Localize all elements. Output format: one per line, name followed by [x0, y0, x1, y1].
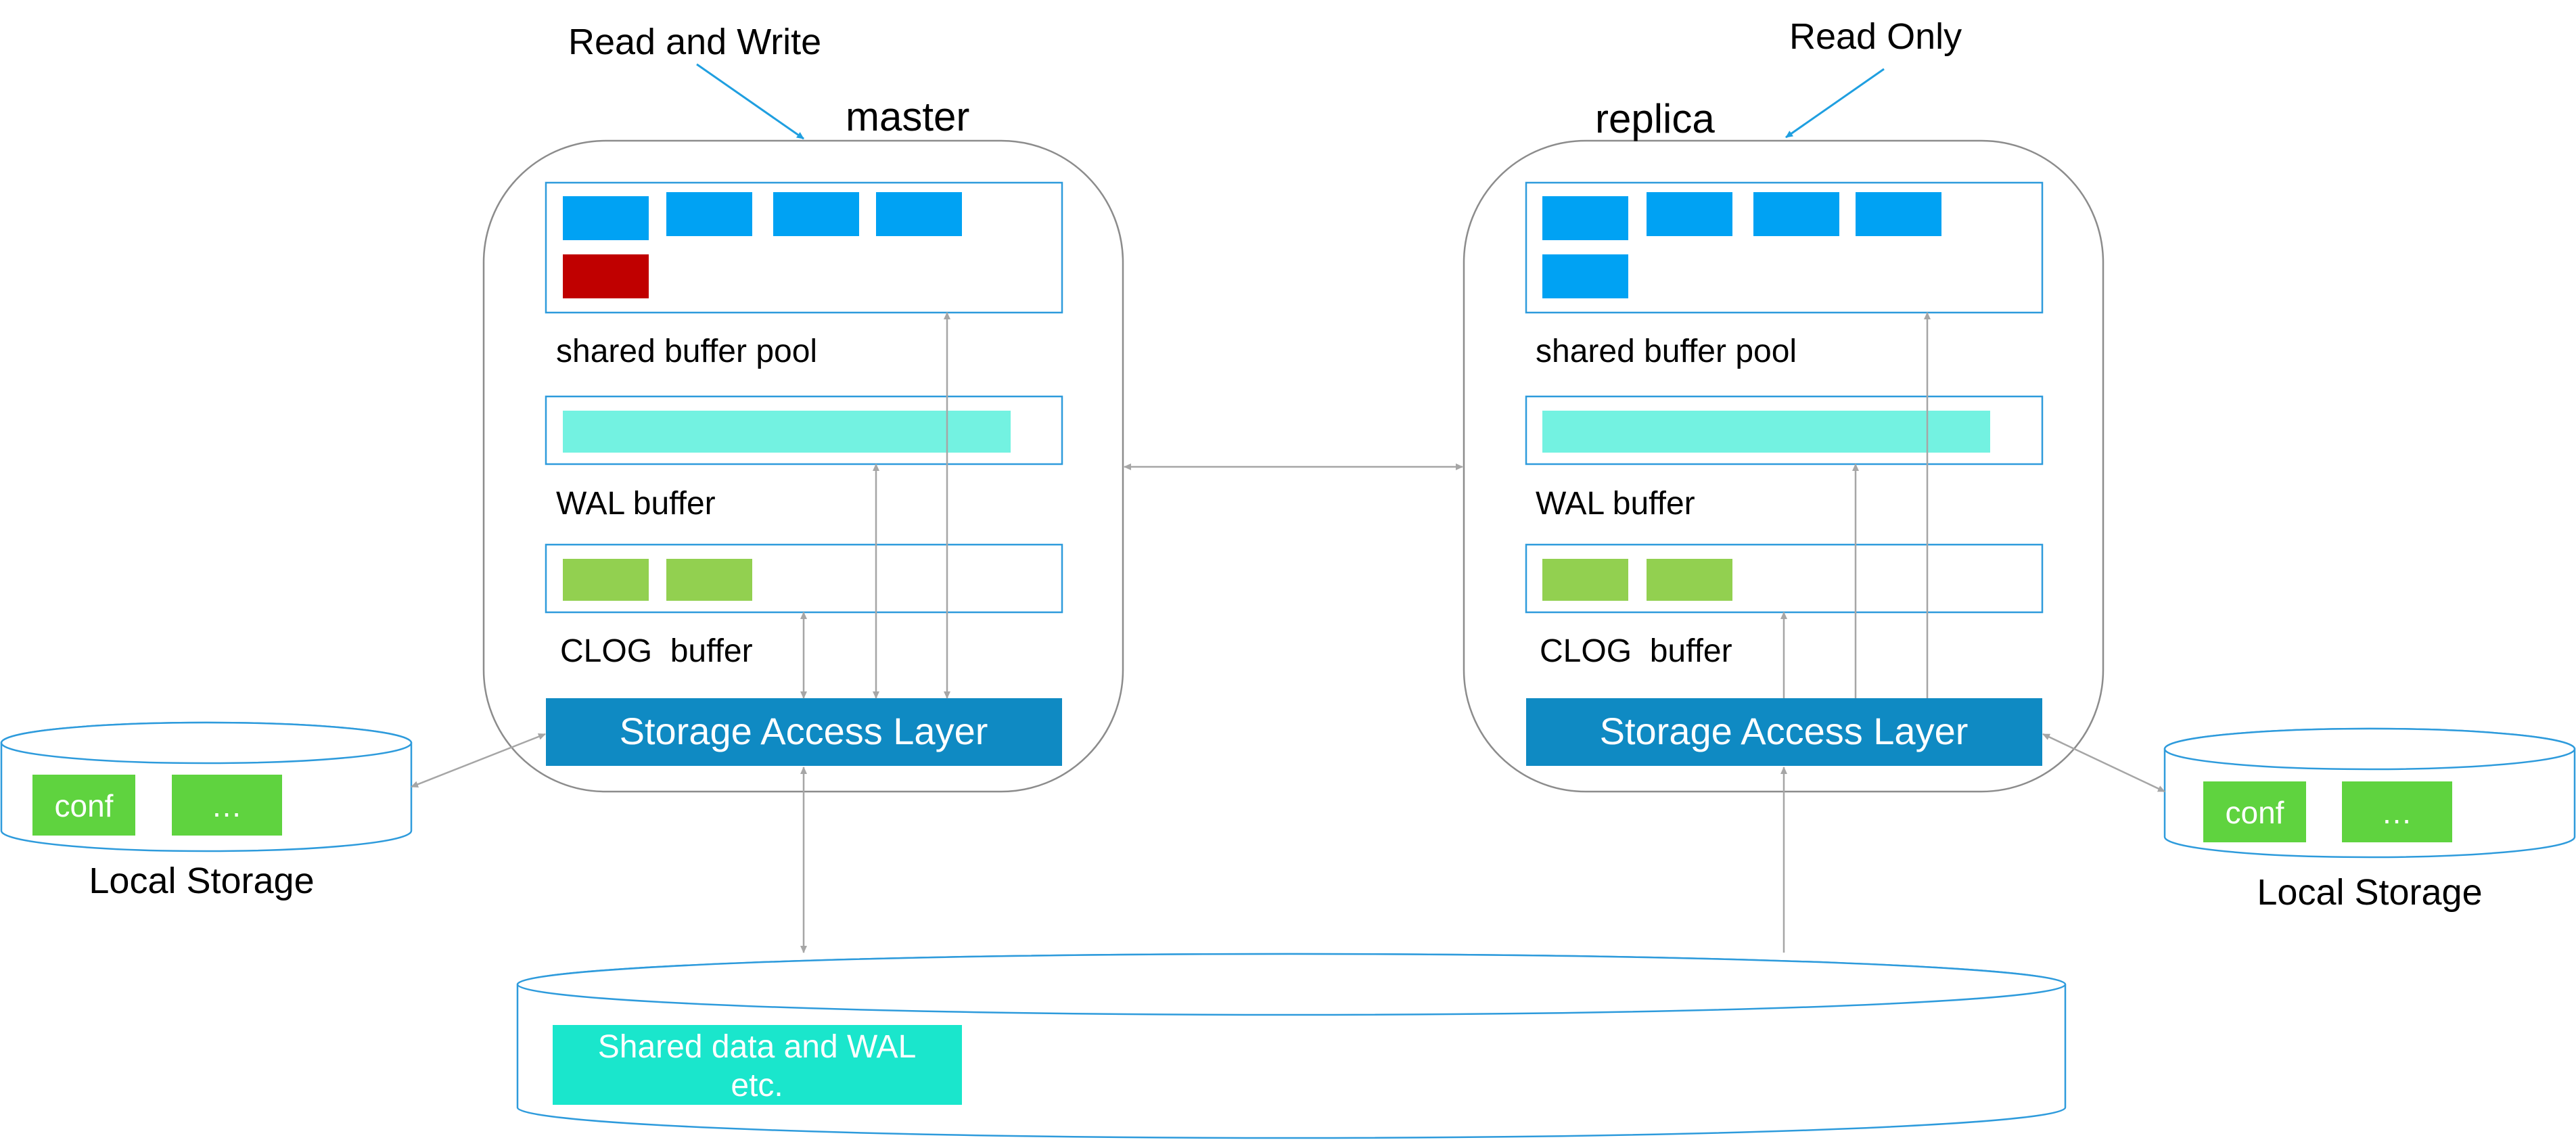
master-node: master Read and Write shared buffer pool… — [482, 22, 1124, 793]
shared-storage: Shared data and WAL etc. — [516, 953, 2067, 1139]
local-storage-right-more — [2342, 781, 2452, 842]
local-storage-left-more — [172, 775, 282, 836]
replica-page-block — [1753, 192, 1839, 236]
master-annotation-pointer — [696, 63, 804, 140]
local-storage-right-label: Local Storage — [2257, 872, 2482, 913]
replica-wal-buffer-frame — [1525, 395, 2044, 465]
replica-page-block — [1542, 196, 1628, 240]
replica-clog-buffer-label: CLOG buffer — [1540, 633, 1732, 669]
local-storage-right-top — [2163, 727, 2576, 771]
shared-storage-top — [516, 953, 2067, 1016]
master-page-block — [876, 192, 962, 236]
local-storage-left-top — [0, 721, 413, 765]
master-annotation: Read and Write — [568, 22, 821, 62]
master-storage-access-layer-label: Storage Access Layer — [620, 710, 988, 752]
replica-page-block — [1856, 192, 1941, 236]
master-page-block — [773, 192, 859, 236]
master-title: master — [846, 94, 969, 139]
local-storage-right: conf … Local Storage — [2163, 727, 2576, 913]
replica-shared-buffer-frame — [1525, 181, 2044, 314]
replica-clog-block — [1542, 559, 1628, 601]
local-storage-right-conf-label: conf — [2226, 795, 2284, 830]
replica-storage-access-layer — [1526, 698, 2042, 766]
replica-wal-block — [1542, 411, 1990, 453]
master-storage-access-layer — [546, 698, 1062, 766]
shared-storage-data-label-line2: etc. — [731, 1068, 783, 1103]
replica-title: replica — [1595, 96, 1715, 141]
replica-node: replica Read Only shared buffer pool WAL… — [1463, 16, 2104, 793]
master-clog-block — [563, 559, 649, 601]
replica-page-block — [1542, 254, 1628, 298]
local-storage-right-conf — [2203, 781, 2306, 842]
master-local-storage-arrow — [411, 733, 546, 788]
replica-storage-access-layer-label: Storage Access Layer — [1600, 710, 1969, 752]
master-page-block — [666, 192, 752, 236]
replica-page-block — [1647, 192, 1732, 236]
shared-storage-data-block — [553, 1025, 962, 1105]
master-wal-block — [563, 411, 1011, 453]
master-wal-buffer-label: WAL buffer — [556, 486, 716, 522]
shared-storage-data-label-line1: Shared data and WAL — [598, 1029, 917, 1065]
local-storage-right-more-label: … — [2381, 795, 2412, 830]
local-storage-left-conf-label: conf — [55, 788, 114, 823]
master-shared-buffer-frame — [545, 181, 1063, 314]
master-clog-block — [666, 559, 752, 601]
local-storage-left-conf — [32, 775, 135, 836]
replica-annotation: Read Only — [1789, 16, 1962, 57]
local-storage-left-more-label: … — [211, 788, 242, 823]
local-storage-left-label: Local Storage — [89, 861, 314, 901]
replica-annotation-pointer — [1785, 68, 1885, 139]
master-shared-buffer-label: shared buffer pool — [556, 334, 817, 369]
replica-local-storage-arrow — [2042, 733, 2165, 793]
master-clog-buffer-label: CLOG buffer — [560, 633, 753, 669]
replica-wal-buffer-label: WAL buffer — [1536, 486, 1695, 522]
master-dirty-page-block — [563, 254, 649, 298]
master-page-block — [563, 196, 649, 240]
local-storage-left: conf … Local Storage — [0, 721, 413, 901]
replica-shared-buffer-label: shared buffer pool — [1536, 334, 1797, 369]
replica-clog-block — [1647, 559, 1732, 601]
master-wal-buffer-frame — [545, 395, 1063, 465]
